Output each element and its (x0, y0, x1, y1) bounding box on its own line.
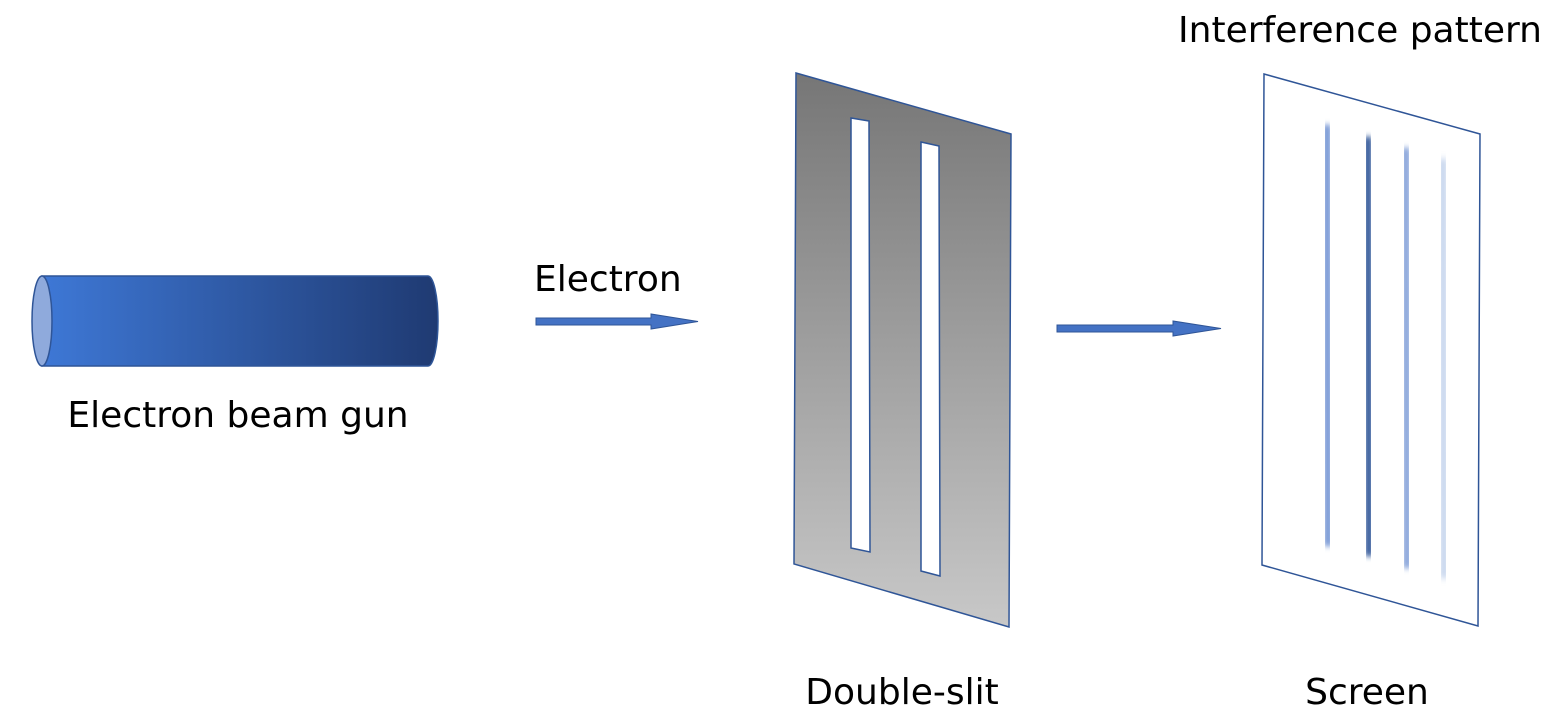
detection-screen (1261, 73, 1481, 627)
fringe-3-central (1364, 136, 1373, 557)
gun-body (41, 275, 439, 367)
interference-pattern-label: Interference pattern (1178, 10, 1542, 51)
electron-arrow (535, 313, 699, 330)
double-slit-plate (793, 72, 1012, 629)
slit-opening-right (920, 141, 941, 577)
electron-beam-gun (31, 275, 439, 367)
fringe-5 (1440, 158, 1447, 579)
fringe-4 (1402, 147, 1411, 569)
screen-label: Screen (1305, 672, 1429, 713)
interference-fringes (1285, 113, 1447, 579)
double-slit-label: Double-slit (805, 672, 998, 713)
wave-arrow (1056, 320, 1222, 337)
slit-plate-body (793, 72, 1012, 629)
gun-aperture (31, 275, 53, 367)
fringe-2 (1323, 124, 1332, 547)
slit-opening-left (850, 117, 871, 553)
electron-label: Electron (534, 259, 682, 300)
gun-label: Electron beam gun (67, 395, 408, 436)
